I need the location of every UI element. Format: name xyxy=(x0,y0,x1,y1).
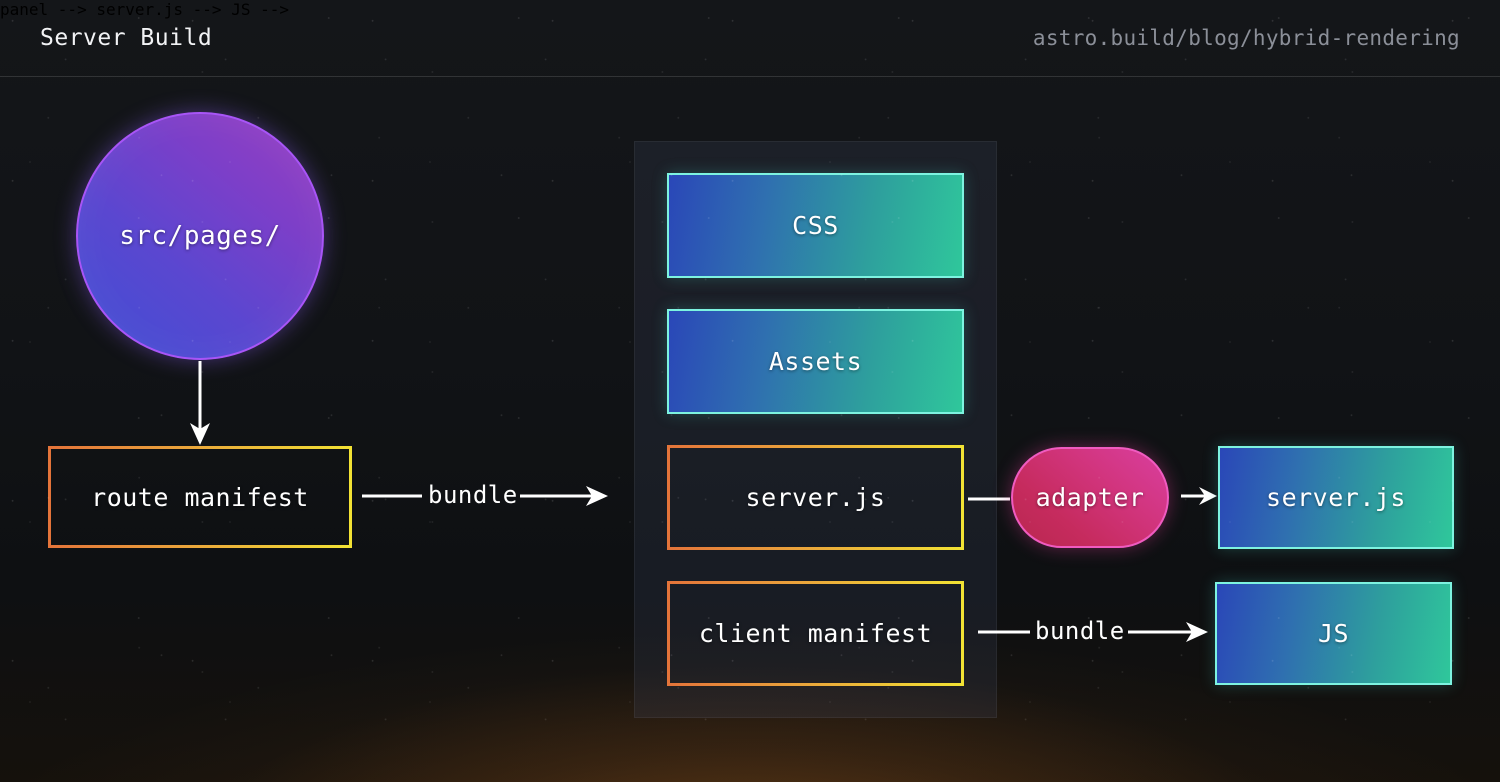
node-assets[interactable]: Assets xyxy=(667,309,964,414)
node-src-pages-label: src/pages/ xyxy=(119,221,281,251)
edge-adapter-to-server-js xyxy=(1181,481,1221,511)
node-assets-label: Assets xyxy=(768,347,863,376)
node-adapter-label: adapter xyxy=(1035,483,1145,512)
node-client-manifest[interactable]: client manifest xyxy=(667,581,964,686)
node-adapter[interactable]: adapter xyxy=(1011,447,1169,548)
node-route-manifest-label: route manifest xyxy=(91,482,309,512)
edge-label-bundle-bottom: bundle xyxy=(1035,617,1125,645)
node-server-js-output-label: server.js xyxy=(1266,483,1406,512)
source-url-label: astro.build/blog/hybrid-rendering xyxy=(1032,26,1460,50)
page-title: Server Build xyxy=(40,25,213,51)
node-src-pages[interactable]: src/pages/ xyxy=(76,112,324,360)
node-css-label: CSS xyxy=(792,211,839,240)
edge-server-js-to-adapter xyxy=(968,489,1012,509)
node-server-js-output[interactable]: server.js xyxy=(1218,446,1454,549)
edge-label-bundle-top: bundle xyxy=(428,481,518,509)
node-js-output-label: JS xyxy=(1317,619,1350,648)
header-bar: Server Build astro.build/blog/hybrid-ren… xyxy=(0,0,1500,77)
node-client-manifest-label: client manifest xyxy=(698,619,933,648)
node-route-manifest[interactable]: route manifest xyxy=(48,446,352,548)
edge-client-manifest-to-js xyxy=(978,618,1210,646)
node-js-output[interactable]: JS xyxy=(1215,582,1452,685)
edge-route-manifest-to-server-build xyxy=(362,482,610,510)
edge-pages-to-route-manifest xyxy=(186,361,214,447)
node-server-js-source[interactable]: server.js xyxy=(667,445,964,550)
node-css[interactable]: CSS xyxy=(667,173,964,278)
node-server-js-source-label: server.js xyxy=(745,483,886,512)
